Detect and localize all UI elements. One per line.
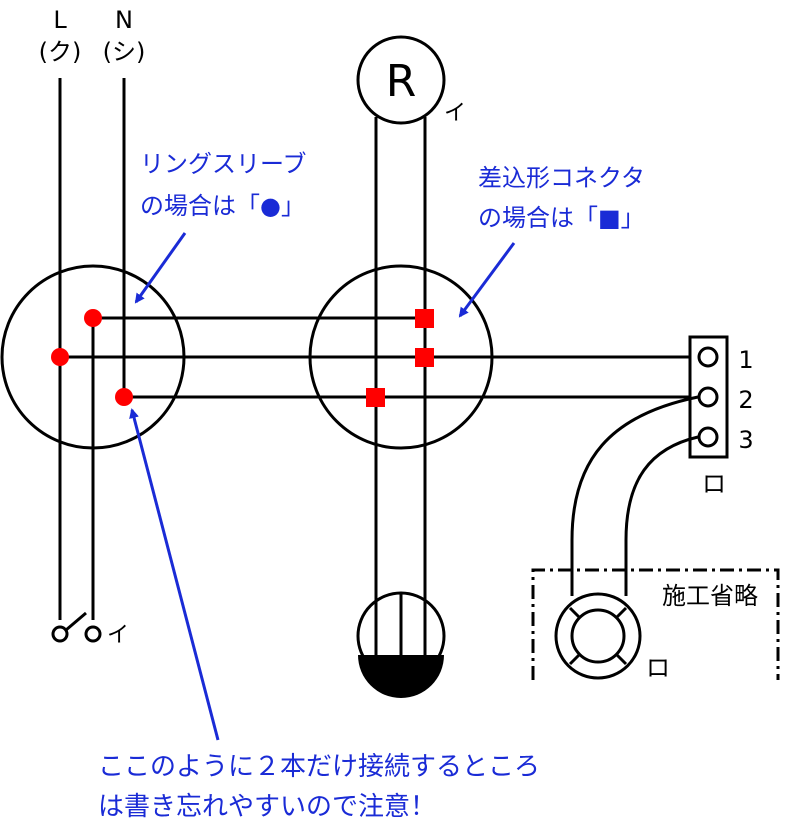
lamp-tag: ロ (646, 654, 670, 682)
lamp-spoke-2 (614, 606, 628, 620)
receptacle-switch-tag: イ (444, 101, 466, 126)
terminal-3 (697, 426, 719, 448)
terminal-2 (697, 386, 719, 408)
lamp-cable-inner (624, 435, 699, 596)
neutral-label: N (115, 6, 133, 34)
lamp-spoke-4 (614, 652, 628, 666)
sleeve-marker-top (84, 309, 102, 327)
sleeve-annotation-line2: の場合は「●」 (140, 192, 305, 220)
connector-marker-middle (415, 348, 434, 367)
note-line2: は書き忘れやすいので注意！ (98, 792, 436, 822)
switch-contact-right (84, 625, 102, 643)
lamp-inner (570, 608, 626, 664)
receptacle-circle (356, 35, 446, 125)
terminal-tag: ロ (702, 470, 726, 498)
terminal-number-1: 1 (738, 346, 753, 374)
connector-arrow (458, 242, 516, 318)
note-line1: ここのように２本だけ接続するところ (98, 752, 540, 782)
connector-marker-bottom (366, 388, 385, 407)
ceiling-fixture-fill (358, 655, 444, 698)
connector-marker-top (415, 309, 434, 328)
line-sub-label: (ク) (39, 38, 82, 66)
line-label: L (53, 6, 67, 34)
switch-tag: イ (107, 623, 129, 648)
terminal-number-3: 3 (738, 426, 753, 454)
sleeve-annotation-line1: リングスリーブ (140, 150, 307, 178)
sleeve-marker-middle (51, 348, 69, 366)
sleeve-arrow (134, 232, 187, 304)
switch-blade (65, 611, 87, 632)
receptacle-letter: R (386, 56, 417, 107)
connector-annotation-line1: 差込形コネクタ (478, 164, 645, 192)
lamp-spoke-1 (568, 606, 582, 620)
terminal-1 (697, 346, 719, 368)
lamp-spoke-3 (568, 652, 582, 666)
connector-annotation-line2: の場合は「■」 (478, 204, 645, 232)
omitted-work-label: 施工省略 (662, 582, 758, 610)
note-arrow (129, 408, 220, 741)
neutral-sub-label: (シ) (103, 38, 146, 66)
switch-contact-left (51, 625, 69, 643)
lamp-cable-outer (570, 395, 699, 596)
sleeve-marker-bottom (115, 388, 133, 406)
terminal-number-2: 2 (738, 386, 753, 414)
omitted-work-box (531, 568, 780, 680)
